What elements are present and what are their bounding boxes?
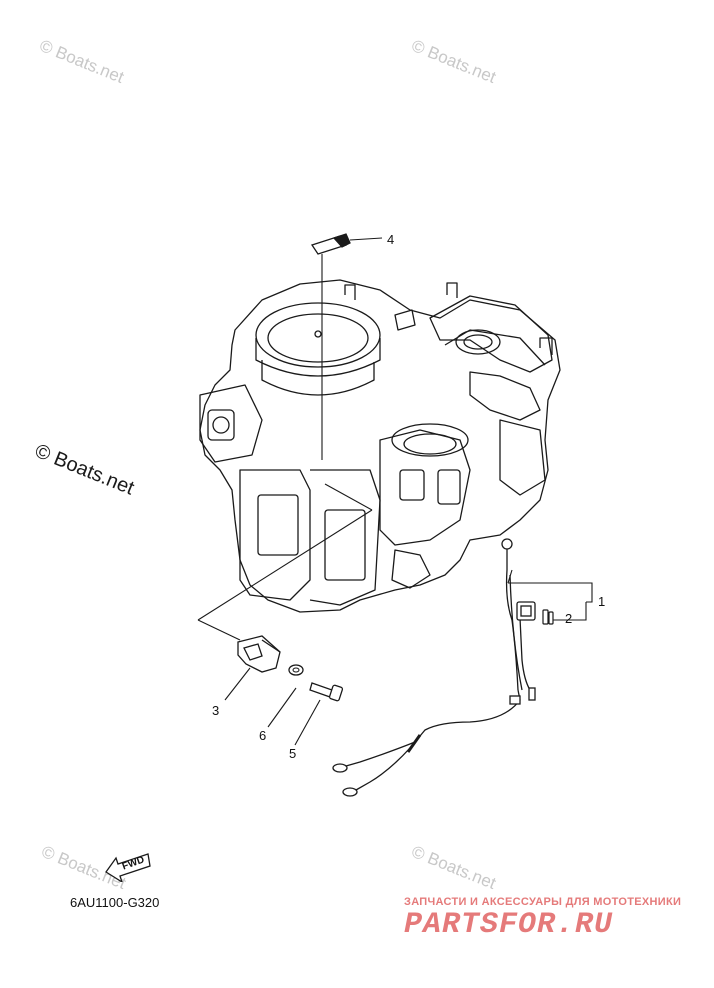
callout-1: 1 bbox=[598, 594, 606, 609]
shop-subtitle: ЗАПЧАСТИ И АКСЕССУАРЫ ДЛЯ МОТОТЕХНИКИ bbox=[404, 896, 682, 908]
callout-2: 2 bbox=[565, 611, 573, 626]
callout-6: 6 bbox=[259, 728, 267, 743]
callout-5: 5 bbox=[289, 746, 297, 761]
callout-3: 3 bbox=[212, 703, 220, 718]
reference-code: 6AU1100-G320 bbox=[70, 895, 160, 910]
callout-4: 4 bbox=[387, 232, 395, 247]
forward-arrow-icon bbox=[105, 853, 151, 882]
shop-logo: PARTSFOR.RU bbox=[404, 908, 614, 942]
